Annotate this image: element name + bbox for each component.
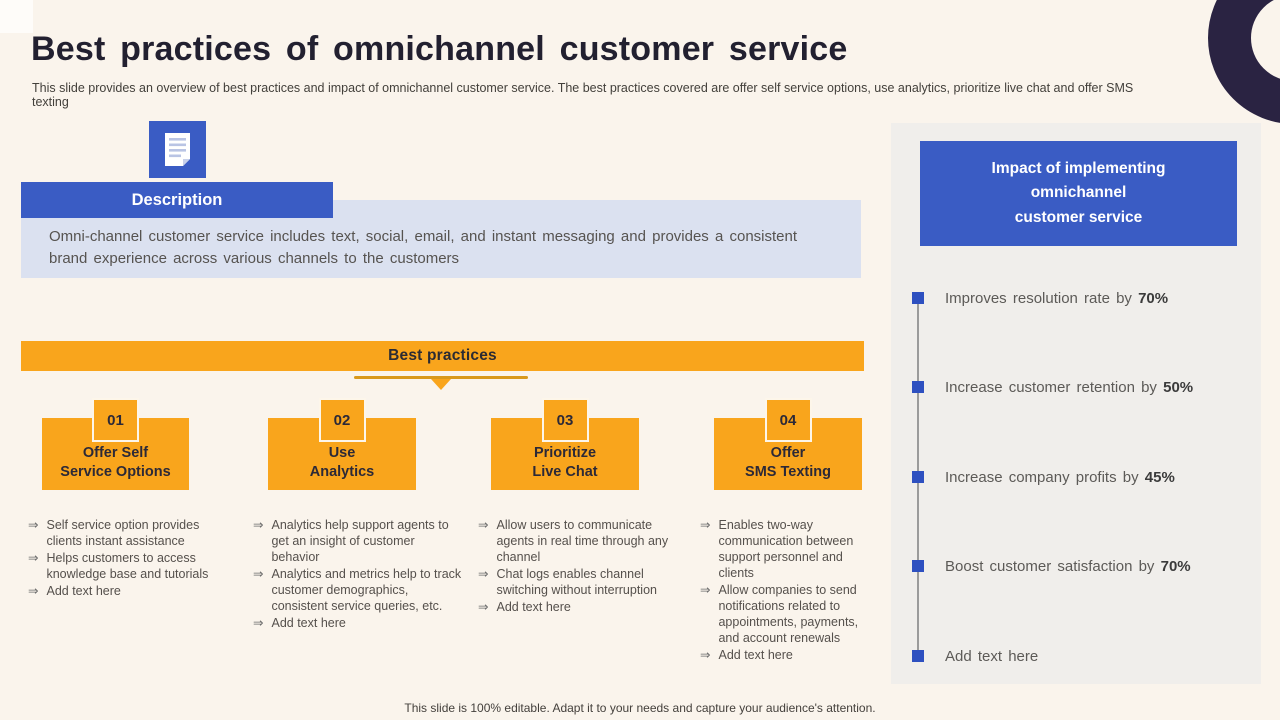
card-number: 04 (779, 411, 797, 429)
impact-label: Boost customer satisfaction by (945, 557, 1155, 575)
practice-points-list-4: ⇒ Enables two-way communication between s… (700, 517, 878, 664)
card-title: Offer SMS Texting (745, 445, 831, 480)
impact-label: Improves resolution rate by (945, 289, 1132, 307)
list-item: ⇒ Add text here (478, 599, 678, 615)
banner-underline (354, 376, 528, 379)
banner-pointer-icon (431, 379, 451, 390)
card-number: 01 (107, 411, 124, 429)
impact-value: 70% (1138, 289, 1169, 307)
point-text: Allow users to communicate agents in rea… (496, 518, 669, 564)
arrow-bullet-icon: ⇒ (700, 583, 711, 597)
square-bullet-icon (912, 292, 924, 304)
impact-text: Boost customer satisfaction by 70% (945, 558, 1191, 575)
impact-text: Increase company profits by 45% (945, 469, 1175, 486)
practice-points-list-2: ⇒ Analytics help support agents to get an… (253, 517, 463, 632)
card-number: 02 (333, 411, 351, 429)
best-practices-banner: Best practices (21, 341, 864, 371)
card-title: Prioritize Live Chat (532, 445, 598, 480)
impact-value: 45% (1144, 468, 1175, 486)
list-item: ⇒ Chat logs enables channel switching wit… (478, 566, 678, 598)
arrow-bullet-icon: ⇒ (700, 518, 711, 532)
practice-card-3: 03 Prioritize Live Chat (491, 398, 639, 490)
arrow-bullet-icon: ⇒ (253, 567, 264, 581)
list-item: ⇒ Analytics help support agents to get an… (253, 517, 463, 565)
list-item: ⇒ Enables two-way communication between s… (700, 517, 878, 581)
arrow-bullet-icon: ⇒ (478, 567, 489, 581)
document-icon (149, 121, 206, 178)
practice-points-list-3: ⇒ Allow users to communicate agents in re… (478, 517, 678, 616)
page-title: Best practices of omnichannel customer s… (31, 30, 848, 68)
card-number-badge: 01 (92, 398, 139, 442)
impact-item-2: Increase customer retention by 50% (912, 376, 1193, 398)
practice-points-list-1: ⇒ Self service option provides clients in… (28, 517, 233, 600)
impact-header: Impact of implementing omnichannel custo… (920, 141, 1237, 246)
impact-item-3: Increase company profits by 45% (912, 466, 1175, 488)
arrow-bullet-icon: ⇒ (478, 518, 489, 532)
practice-card-1: 01 Offer Self Service Options (42, 398, 189, 490)
point-text: Add text here (271, 616, 346, 630)
slide-footer-note: This slide is 100% editable. Adapt it to… (404, 701, 876, 715)
practice-card-2: 02 Use Analytics (268, 398, 416, 490)
list-item: ⇒ Self service option provides clients in… (28, 517, 233, 549)
list-item: ⇒ Allow users to communicate agents in re… (478, 517, 678, 565)
impact-value: 70% (1160, 557, 1191, 575)
card-title: Use Analytics (309, 445, 375, 480)
point-text: Add text here (46, 584, 121, 598)
point-text: Chat logs enables channel switching with… (496, 567, 657, 597)
description-text: Omni-channel customer service includes t… (49, 228, 798, 267)
list-item: ⇒ Add text here (253, 615, 463, 631)
arrow-bullet-icon: ⇒ (700, 648, 711, 662)
card-title-box: Offer Self Service Options (42, 418, 189, 490)
impact-label: Increase customer retention by (945, 378, 1157, 396)
square-bullet-icon (912, 560, 924, 572)
square-bullet-icon (912, 381, 924, 393)
card-title: Offer Self Service Options (60, 445, 171, 480)
impact-text: Add text here (945, 648, 1038, 665)
point-text: Analytics and metrics help to track cust… (271, 567, 462, 613)
impact-label: Increase company profits by (945, 468, 1139, 486)
description-header: Description (21, 182, 333, 218)
slide-subtitle: This slide provides an overview of best … (32, 81, 1134, 109)
impact-item-1: Improves resolution rate by 70% (912, 287, 1168, 309)
arrow-bullet-icon: ⇒ (28, 518, 39, 532)
arrow-bullet-icon: ⇒ (478, 600, 489, 614)
impact-text: Increase customer retention by 50% (945, 379, 1193, 396)
practice-card-4: 04 Offer SMS Texting (714, 398, 862, 490)
square-bullet-icon (912, 650, 924, 662)
impact-text: Improves resolution rate by 70% (945, 290, 1168, 307)
point-text: Self service option provides clients ins… (46, 518, 200, 548)
list-item: ⇒ Helps customers to access knowledge bas… (28, 550, 233, 582)
point-text: Helps customers to access knowledge base… (46, 551, 209, 581)
arrow-bullet-icon: ⇒ (28, 551, 39, 565)
card-number-badge: 02 (318, 398, 366, 442)
card-number: 03 (556, 411, 574, 429)
impact-item-4: Boost customer satisfaction by 70% (912, 555, 1191, 577)
list-item: ⇒ Allow companies to send notifications r… (700, 582, 878, 646)
impact-label: Add text here (945, 647, 1039, 665)
list-item: ⇒ Add text here (700, 647, 878, 663)
card-number-badge: 03 (541, 398, 589, 442)
list-item: ⇒ Analytics and metrics help to track cus… (253, 566, 463, 614)
point-text: Allow companies to send notifications re… (718, 583, 859, 645)
square-bullet-icon (912, 471, 924, 483)
arrow-bullet-icon: ⇒ (253, 616, 264, 630)
point-text: Enables two-way communication between su… (718, 518, 854, 580)
point-text: Analytics help support agents to get an … (271, 518, 449, 564)
impact-item-5: Add text here (912, 645, 1038, 667)
arrow-bullet-icon: ⇒ (253, 518, 264, 532)
impact-value: 50% (1163, 378, 1194, 396)
list-item: ⇒ Add text here (28, 583, 233, 599)
point-text: Add text here (718, 648, 793, 662)
point-text: Add text here (496, 600, 571, 614)
arrow-bullet-icon: ⇒ (28, 584, 39, 598)
corner-accent-shape (0, 0, 33, 33)
card-number-badge: 04 (764, 398, 812, 442)
brand-ring-shape (1208, 0, 1280, 124)
